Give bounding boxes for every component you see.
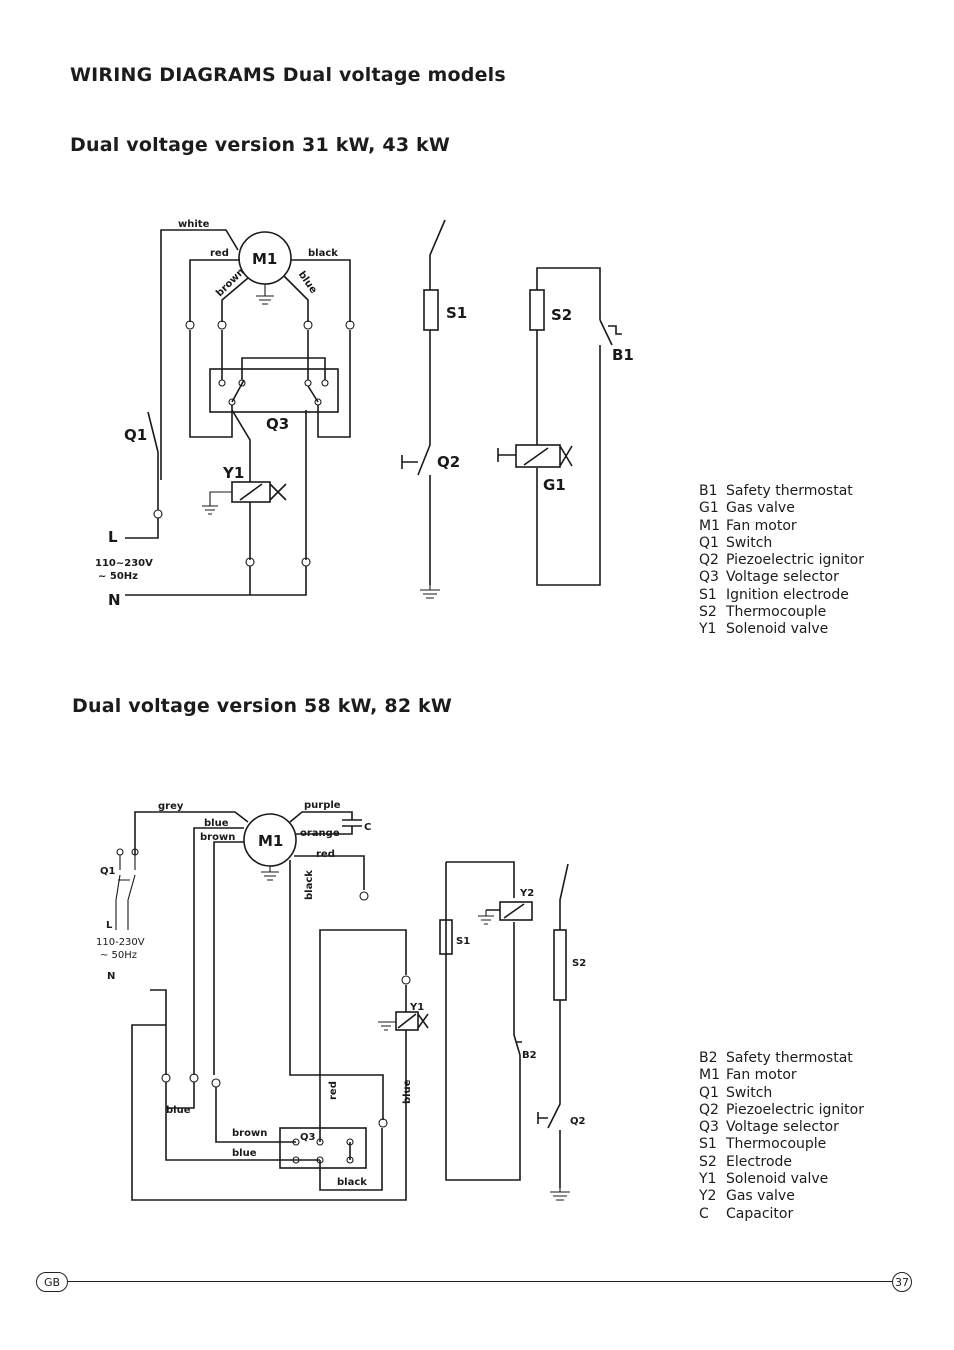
n-label-2: N — [107, 971, 115, 982]
s1-label: S1 — [446, 304, 467, 322]
ground-icon — [550, 1188, 570, 1201]
voltage-label-2: 110-230V — [96, 937, 145, 948]
electrode-s2 — [553, 929, 567, 1001]
wire-label-orange: orange — [300, 828, 340, 839]
wire-label-red-2: red — [328, 1081, 339, 1100]
gas-valve-g1 — [515, 444, 561, 468]
wire-label-white: white — [178, 219, 210, 230]
wire-label-brown-2: brown — [232, 1128, 267, 1139]
q1-label: Q1 — [124, 426, 147, 444]
ground-icon — [420, 585, 440, 599]
l-label-2: L — [106, 920, 113, 931]
wire-label-blue: blue — [204, 818, 229, 829]
thermocouple-s2 — [529, 289, 545, 331]
wire-label-black-2: black — [337, 1177, 367, 1188]
b2-label: B2 — [522, 1050, 537, 1061]
voltage-selector-q3 — [209, 368, 339, 413]
wire-label-brown: brown — [200, 832, 235, 843]
wire-label-black: black — [308, 248, 338, 259]
q2-label: Q2 — [437, 453, 460, 471]
footer-rule — [68, 1281, 892, 1282]
wire-label-red: red — [316, 849, 335, 860]
y2-label: Y2 — [519, 888, 534, 899]
wiring-diagram-58-82kw: M1 grey purple C orange blue brown red b… — [96, 800, 586, 1201]
q3-label-2: Q3 — [300, 1132, 316, 1143]
freq-label-2: ~ 50Hz — [100, 950, 137, 961]
g1-label: G1 — [543, 476, 566, 494]
wire-label-blue-3: blue — [232, 1148, 257, 1159]
wire-label-purple: purple — [304, 800, 341, 811]
voltage-label: 110~230V — [95, 558, 153, 569]
s1-label-2: S1 — [456, 936, 470, 947]
wiring-diagram-31-43kw: M1 white red black brown blue Q3 Y1 Q1 L… — [95, 219, 634, 609]
y1-label: Y1 — [222, 464, 244, 482]
freq-label: ~ 50Hz — [98, 571, 138, 582]
s2-label: S2 — [551, 306, 572, 324]
capacitor-c-label: C — [364, 822, 371, 833]
page-number: 37 — [892, 1272, 912, 1292]
q2-label-2: Q2 — [570, 1116, 586, 1127]
l-label: L — [108, 528, 118, 546]
section1-title: Dual voltage version 31 kW, 43 kW — [70, 134, 451, 156]
q1-label-2: Q1 — [100, 866, 116, 877]
m1-label: M1 — [252, 250, 277, 268]
wire-label-blue-4: blue — [402, 1079, 413, 1104]
b1-label: B1 — [612, 346, 634, 364]
ground-icon — [256, 284, 274, 305]
page-title: WIRING DIAGRAMS Dual voltage models — [70, 64, 506, 86]
s2-label-2: S2 — [572, 958, 586, 969]
wire-label-black: black — [304, 870, 315, 900]
thermocouple-s1 — [439, 919, 453, 955]
ground-icon — [261, 866, 279, 881]
m1-label-2: M1 — [258, 832, 283, 850]
ignition-electrode-s1 — [423, 289, 439, 331]
q3-label: Q3 — [266, 415, 289, 433]
section2-title: Dual voltage version 58 kW, 82 kW — [72, 695, 453, 717]
gas-valve-y2 — [499, 901, 533, 921]
wire-label-red: red — [210, 248, 229, 259]
y1-label-2: Y1 — [409, 1002, 424, 1013]
ground-icon — [378, 1021, 396, 1031]
solenoid-valve-y1 — [395, 1011, 419, 1031]
wire-label-blue-2: blue — [166, 1105, 191, 1116]
ground-icon — [202, 491, 232, 515]
language-badge: GB — [36, 1272, 68, 1292]
wire-label-grey: grey — [158, 801, 184, 812]
voltage-selector-q3 — [279, 1127, 367, 1169]
ground-icon — [478, 910, 494, 925]
n-label: N — [108, 591, 121, 609]
